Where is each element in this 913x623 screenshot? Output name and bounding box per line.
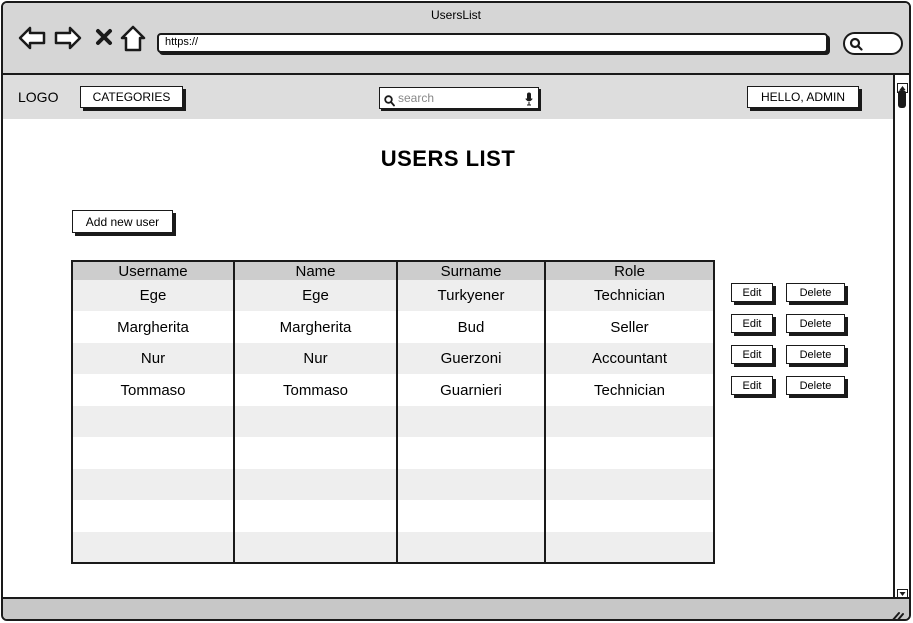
user-menu-button[interactable]: HELLO, ADMIN: [747, 86, 859, 108]
status-bar: [3, 597, 909, 619]
home-icon[interactable]: [120, 25, 146, 53]
username-cell: Margherita: [71, 311, 235, 343]
browser-titlebar: UsersList https://: [3, 3, 909, 75]
column-header-name[interactable]: Name: [233, 261, 398, 280]
row-actions: Edit Delete: [731, 345, 851, 365]
scroll-thumb[interactable]: [898, 90, 906, 108]
edit-button[interactable]: Edit: [731, 345, 773, 364]
logo: LOGO: [18, 89, 59, 105]
address-bar[interactable]: https://: [157, 33, 828, 53]
edit-button[interactable]: Edit: [731, 314, 773, 333]
surname-cell: Guerzoni: [396, 342, 546, 375]
microphone-icon[interactable]: [525, 91, 533, 110]
table-row[interactable]: Nur Nur Guerzoni Accountant: [71, 342, 715, 375]
delete-button[interactable]: Delete: [786, 283, 845, 302]
surname-cell: Guarnieri: [396, 374, 546, 406]
add-user-button[interactable]: Add new user: [72, 210, 173, 233]
categories-button[interactable]: CATEGORIES: [80, 86, 183, 108]
scroll-up-arrow-icon[interactable]: [897, 78, 908, 93]
empty-table-row: [71, 468, 715, 501]
name-cell: Ege: [233, 280, 398, 312]
table-row[interactable]: Tommaso Tommaso Guarnieri Technician: [71, 374, 715, 406]
row-actions: Edit Delete: [731, 283, 851, 303]
surname-cell: Turkyener: [396, 280, 546, 312]
empty-table-row: [71, 500, 715, 532]
users-table: Username Name Surname Role Ege Ege Turky…: [71, 260, 715, 564]
window-title: UsersList: [430, 8, 481, 22]
search-box: [379, 87, 539, 109]
surname-cell: Bud: [396, 311, 546, 343]
app-header: LOGO CATEGORIES HELLO, ADMIN: [3, 75, 893, 119]
empty-table-row: [71, 437, 715, 469]
table-header-row: Username Name Surname Role: [71, 261, 715, 280]
role-cell: Technician: [544, 280, 715, 312]
search-input[interactable]: [398, 90, 518, 106]
empty-table-row: [71, 531, 715, 563]
delete-button[interactable]: Delete: [786, 376, 845, 395]
row-actions: Edit Delete: [731, 314, 851, 334]
page-title: USERS LIST: [380, 146, 516, 171]
name-cell: Tommaso: [233, 374, 398, 406]
username-cell: Tommaso: [71, 374, 235, 406]
table-row[interactable]: Margherita Margherita Bud Seller: [71, 311, 715, 343]
role-cell: Accountant: [544, 342, 715, 375]
delete-button[interactable]: Delete: [786, 314, 845, 333]
column-header-username[interactable]: Username: [71, 261, 235, 280]
close-icon[interactable]: [95, 28, 113, 46]
edit-button[interactable]: Edit: [731, 376, 773, 395]
delete-button[interactable]: Delete: [786, 345, 845, 364]
back-arrow-icon[interactable]: [18, 25, 46, 51]
name-cell: Margherita: [233, 311, 398, 343]
username-cell: Ege: [71, 280, 235, 312]
table-row[interactable]: Ege Ege Turkyener Technician: [71, 280, 715, 312]
column-header-role[interactable]: Role: [544, 261, 715, 280]
vertical-scrollbar[interactable]: [893, 75, 909, 599]
resize-grip-icon[interactable]: [890, 607, 904, 619]
edit-button[interactable]: Edit: [731, 283, 773, 302]
search-icon: [384, 92, 395, 111]
name-cell: Nur: [233, 342, 398, 375]
role-cell: Seller: [544, 311, 715, 343]
forward-arrow-icon[interactable]: [54, 25, 82, 51]
column-header-surname[interactable]: Surname: [396, 261, 546, 280]
empty-table-row: [71, 405, 715, 438]
username-cell: Nur: [71, 342, 235, 375]
row-actions: Edit Delete: [731, 376, 851, 396]
browser-search-button[interactable]: [843, 32, 903, 55]
role-cell: Technician: [544, 374, 715, 406]
scroll-down-arrow-icon[interactable]: [897, 584, 908, 599]
